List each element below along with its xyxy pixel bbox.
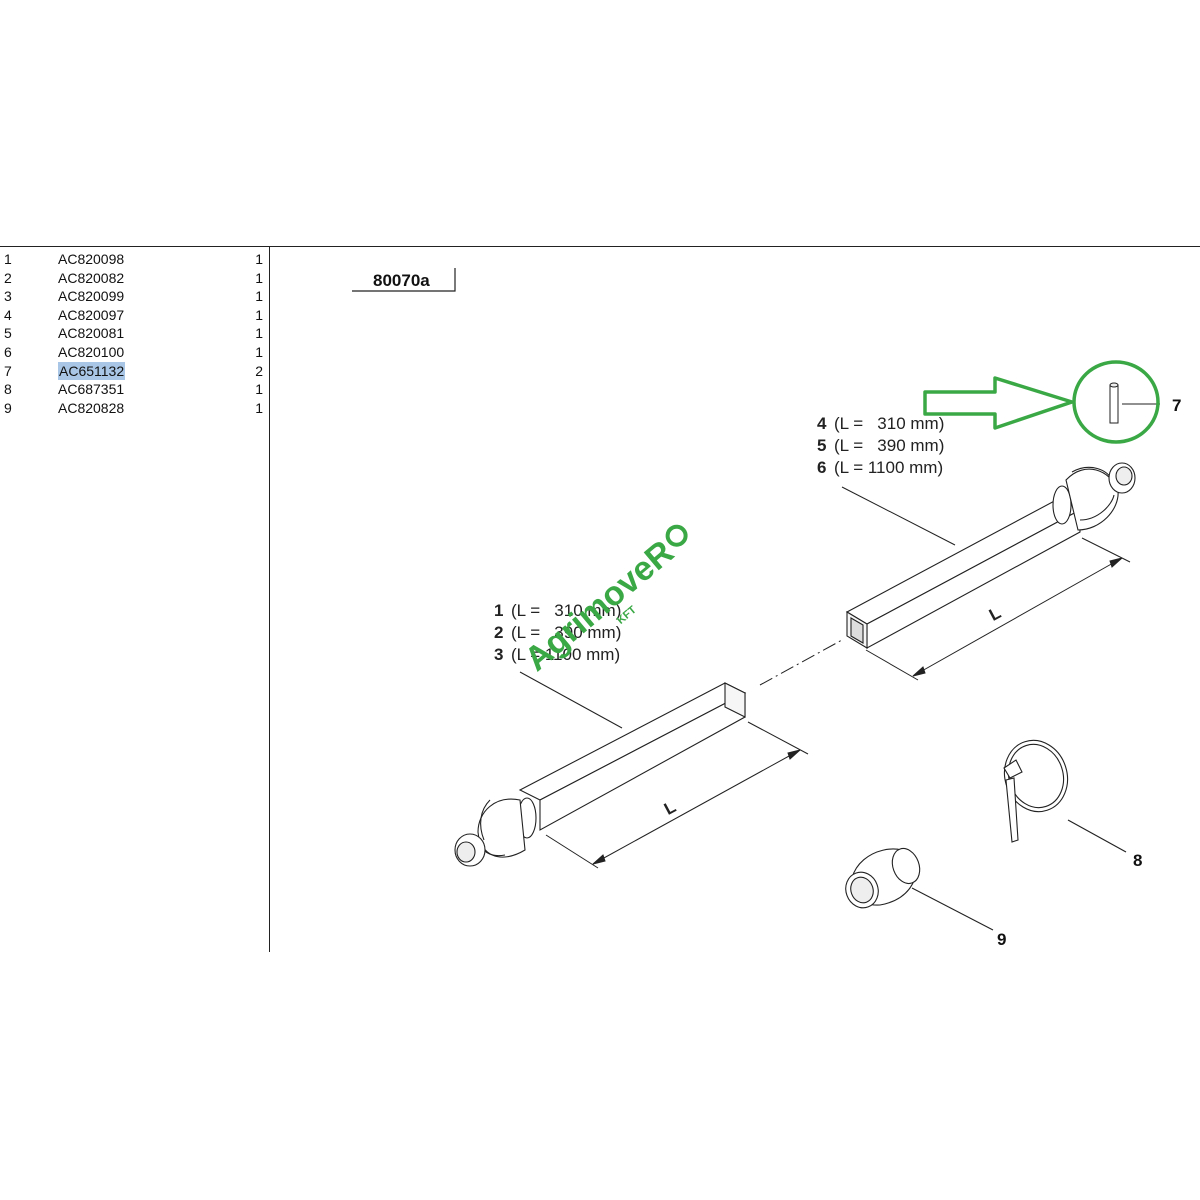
callout-9: 9 [997, 930, 1006, 949]
label-num-4: 4 [817, 414, 827, 433]
row-part-number[interactable]: AC687351 [58, 381, 125, 398]
annotation-arrow [923, 376, 1074, 430]
row-quantity: 1 [255, 343, 263, 360]
row-part-number[interactable]: AC820097 [58, 306, 125, 323]
rubber-sleeve [845, 847, 994, 931]
label-length-6: (L = 1100 mm) [834, 458, 943, 477]
upper-dimension-line [865, 537, 1131, 681]
parts-list-row: 2 AC820082 1 [0, 269, 268, 288]
row-position: 6 [4, 343, 12, 360]
roll-pin [1109, 382, 1160, 424]
row-quantity: 1 [255, 325, 263, 342]
parts-list-row: 6 AC820100 1 [0, 343, 268, 362]
row-quantity: 1 [255, 399, 263, 416]
upper-dimension-label: L [986, 603, 1004, 625]
label-num-2: 2 [494, 623, 503, 642]
hose-clamp [1003, 739, 1127, 853]
label-length-1: (L = 310 mm) [511, 601, 621, 620]
axis-line [759, 639, 843, 686]
row-part-number-selected[interactable]: AC651132 [58, 361, 126, 381]
parts-list-row: 5 AC820081 1 [0, 324, 268, 343]
lower-dimension-label: L [661, 797, 679, 819]
header-divider [0, 246, 1200, 247]
row-position: 7 [4, 362, 12, 379]
row-position: 5 [4, 325, 12, 342]
callout-8: 8 [1133, 851, 1142, 870]
upper-shaft-leader [841, 486, 956, 546]
row-quantity: 1 [255, 306, 263, 323]
parts-list-row: 9 AC820828 1 [0, 399, 268, 418]
row-position: 9 [4, 399, 12, 416]
lower-dimension-line [545, 721, 809, 869]
lower-shaft [454, 682, 747, 867]
label-length-5: (L = 390 mm) [834, 436, 944, 455]
row-quantity: 1 [255, 251, 263, 267]
row-quantity: 1 [255, 288, 263, 305]
row-position: 1 [4, 251, 12, 267]
row-part-number[interactable]: AC820081 [58, 325, 125, 342]
row-position: 2 [4, 269, 12, 286]
row-position: 3 [4, 288, 12, 305]
row-position: 4 [4, 306, 12, 323]
parts-list-row: 4 AC820097 1 [0, 306, 268, 325]
lower-shaft-leader [519, 671, 623, 729]
row-quantity: 1 [255, 381, 263, 398]
parts-list-row: 3 AC820099 1 [0, 287, 268, 306]
upper-shaft-labels: 4 (L = 310 mm) 5 (L = 390 mm) 6 (L = 110… [817, 414, 944, 477]
column-divider [269, 246, 270, 952]
row-part-number[interactable]: AC820082 [58, 269, 125, 286]
label-length-4: (L = 310 mm) [834, 414, 944, 433]
annotation-circle [1072, 360, 1160, 444]
upper-shaft [845, 462, 1136, 649]
row-part-number[interactable]: AC820099 [58, 288, 125, 305]
label-length-3: (L = 1100 mm) [511, 645, 620, 664]
gear-icon [665, 524, 688, 547]
parts-list-row: 8 AC687351 1 [0, 380, 268, 399]
row-quantity: 2 [255, 362, 263, 379]
parts-list-row: 1 AC820098 1 [0, 250, 268, 269]
drawing-code: 80070a [352, 268, 456, 292]
row-position: 8 [4, 381, 12, 398]
row-part-number[interactable]: AC820098 [58, 251, 125, 267]
row-part-number[interactable]: AC820828 [58, 399, 125, 416]
callout-7: 7 [1172, 396, 1181, 415]
drawing-code-text: 80070a [373, 271, 430, 290]
parts-list: 1 AC820098 1 2 AC820082 1 3 AC820099 1 4… [0, 250, 268, 417]
label-num-6: 6 [817, 458, 826, 477]
label-num-5: 5 [817, 436, 826, 455]
label-length-2: (L = 390 mm) [511, 623, 621, 642]
label-num-3: 3 [494, 645, 503, 664]
parts-list-row-selected: 7 AC651132 2 [0, 361, 268, 381]
row-quantity: 1 [255, 269, 263, 286]
label-num-1: 1 [494, 601, 503, 620]
row-part-number[interactable]: AC820100 [58, 343, 125, 360]
lower-shaft-labels: 1 (L = 310 mm) 2 (L = 390 mm) 3 (L = 110… [494, 601, 621, 664]
